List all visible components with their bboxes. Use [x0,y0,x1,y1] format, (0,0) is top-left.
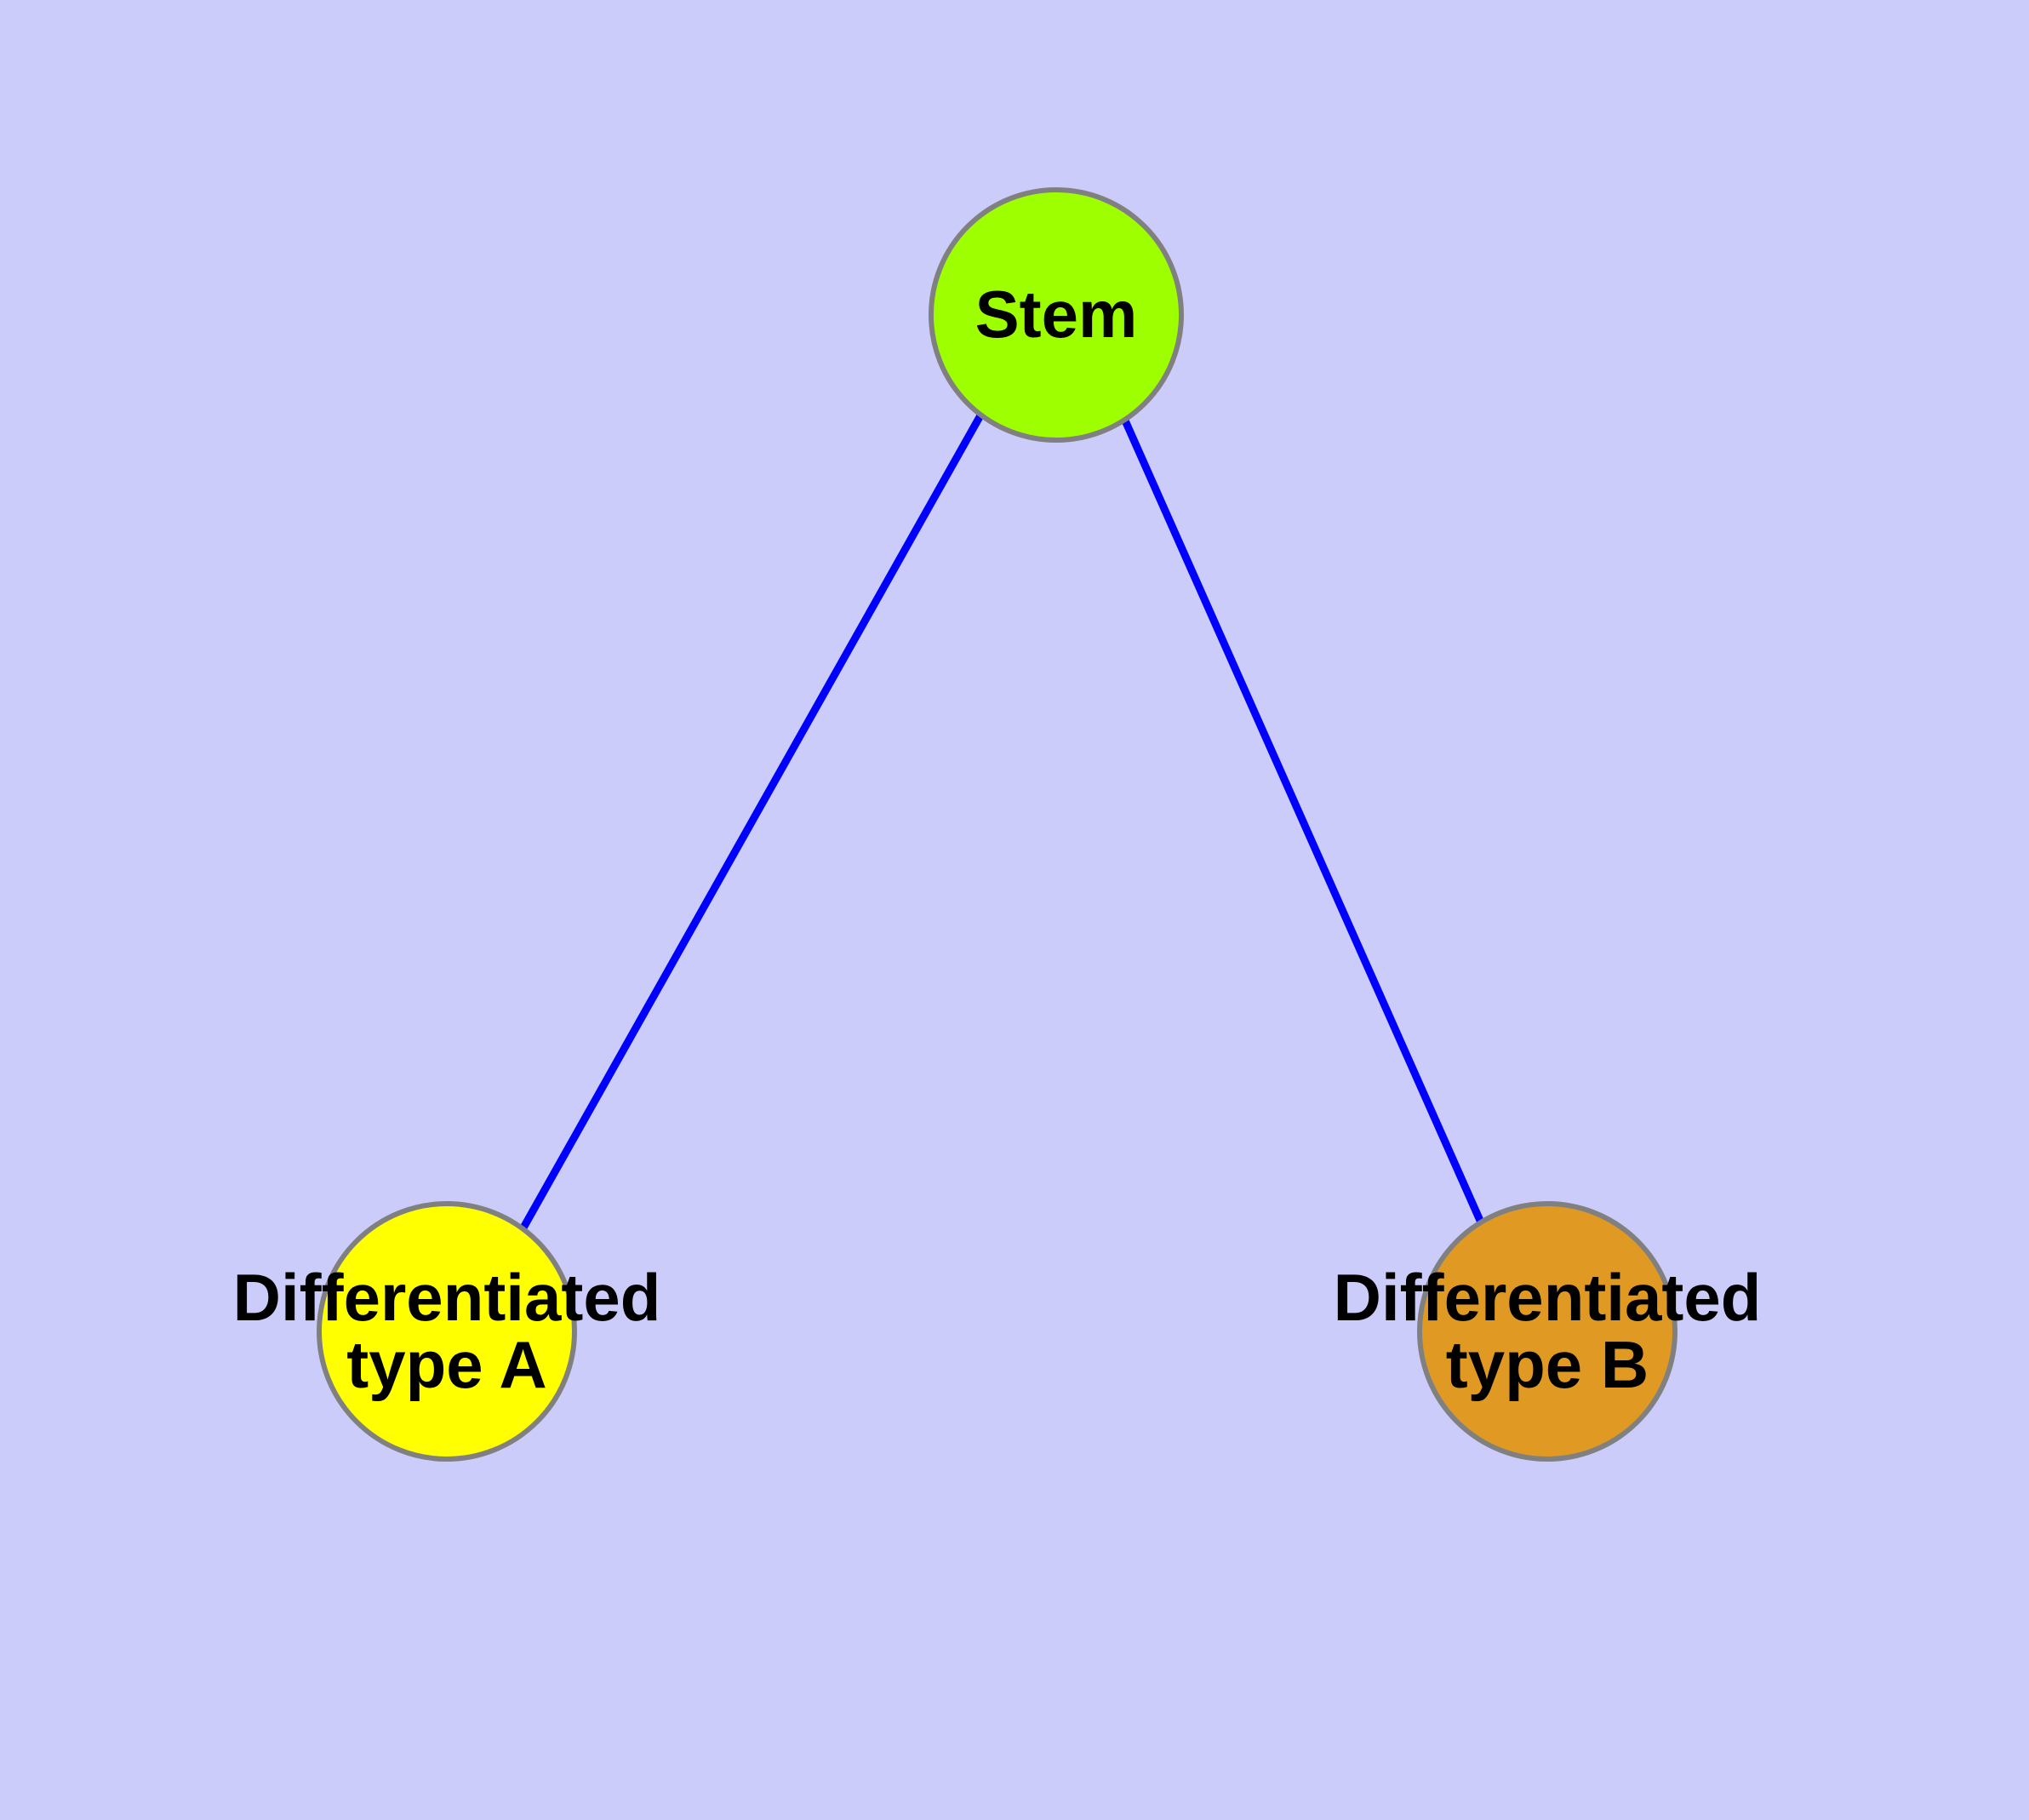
nodes-group [317,187,1677,1462]
edge-stem-to-differentiated-type-b[interactable] [1121,416,1485,1227]
edge-stem-to-differentiated-type-a[interactable] [518,411,985,1233]
node-differentiated-type-b[interactable] [1417,1201,1677,1462]
edges-group [518,411,1485,1233]
node-differentiated-type-a[interactable] [317,1201,577,1462]
node-stem[interactable] [929,187,1184,443]
